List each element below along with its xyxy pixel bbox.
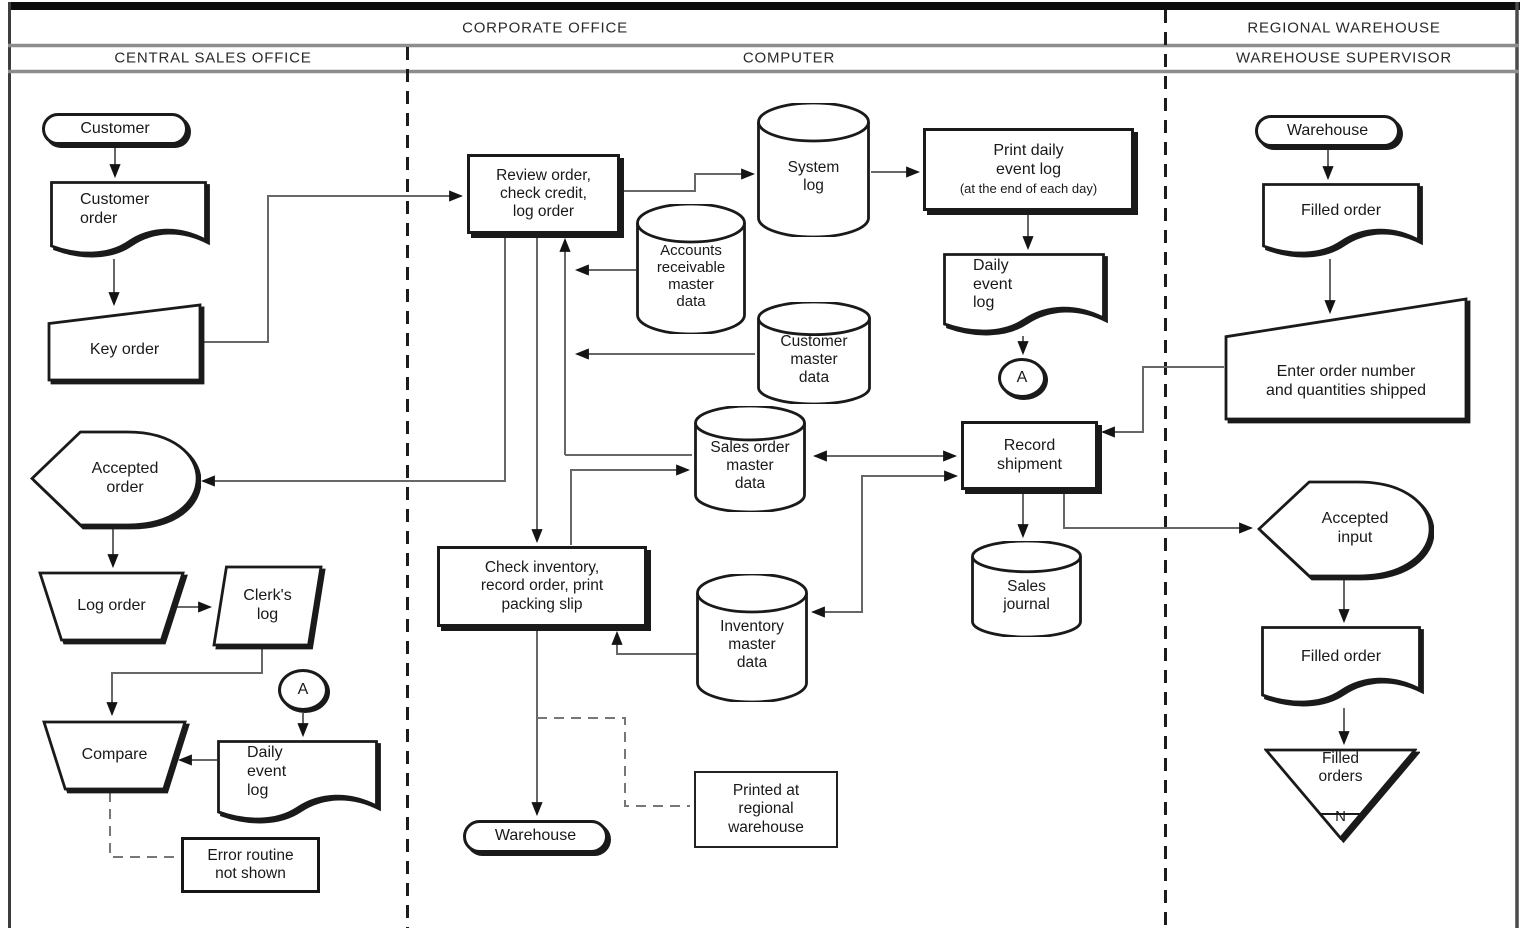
log-order-manual-operation: Log order [38, 571, 185, 642]
node-label: Customer master data [780, 332, 848, 387]
node-label-sub: (at the end of each day) [959, 181, 1098, 197]
node-label: Inventory master data [720, 617, 784, 672]
warehouse-mid-terminal: Warehouse [463, 820, 608, 853]
record-shipment-process: Record shipment [961, 421, 1098, 490]
inventory-master-datastore: Inventory master data [696, 574, 808, 702]
node-label: Check inventory, record order, print pac… [480, 559, 604, 613]
node-label: Daily event log [973, 256, 1013, 312]
node-label: Sales order master data [710, 438, 790, 493]
node-label: Warehouse [494, 827, 577, 845]
sales-journal-datastore: Sales journal [971, 541, 1082, 637]
node-label: System log [787, 158, 840, 194]
node-label: Clerk's log [243, 587, 292, 623]
review-order-process: Review order, check credit, log order [467, 154, 620, 234]
customer-master-datastore: Customer master data [757, 302, 871, 404]
daily-event-log-mid-document: Daily event log [943, 253, 1105, 335]
check-inventory-process: Check inventory, record order, print pac… [437, 546, 647, 627]
node-label: Enter order number and quantities shippe… [1265, 363, 1427, 399]
node-label: Accepted order [91, 459, 159, 496]
printed-at-regional-warehouse-note: Printed at regional warehouse [694, 771, 838, 848]
warehouse-right-terminal: Warehouse [1255, 115, 1400, 147]
lane-header-regional-warehouse: REGIONAL WAREHOUSE [1247, 19, 1441, 37]
filled-order-document-1: Filled order [1262, 183, 1420, 257]
node-label: Accounts receivable master data [656, 241, 726, 311]
node-label: Warehouse [1286, 121, 1369, 139]
lane-header-corporate-office: CORPORATE OFFICE [462, 19, 628, 37]
clerks-log-parallelogram: Clerk's log [212, 565, 323, 647]
accepted-input-display: Accepted input [1257, 480, 1431, 578]
accounts-receivable-datastore: Accounts receivable master data [636, 204, 746, 334]
enter-order-manual-input: Enter order number and quantities shippe… [1224, 297, 1468, 421]
node-label: Review order, check credit, log order [496, 166, 591, 221]
connector-a-mid: A [998, 358, 1046, 398]
system-log-datastore: System log [757, 103, 870, 237]
note-label: Error routine not shown [207, 846, 294, 882]
error-routine-note: Error routine not shown [181, 837, 320, 893]
node-label: Customer [80, 119, 150, 137]
node-label: Accepted input [1321, 510, 1389, 546]
key-order-manual-input: Key order [47, 303, 202, 382]
node-label: Compare [81, 746, 148, 764]
compare-manual-operation: Compare [42, 720, 187, 791]
filled-order-document-2: Filled order [1261, 626, 1421, 706]
lane-header-warehouse-supervisor: WAREHOUSE SUPERVISOR [1235, 49, 1453, 67]
sales-order-master-datastore: Sales order master data [694, 406, 806, 512]
customer-terminal: Customer [42, 113, 188, 145]
connector-label: A [1016, 368, 1028, 386]
node-label: Log order [77, 597, 146, 615]
connector-label: A [297, 680, 309, 698]
customer-order-document: Customer order [50, 181, 207, 257]
lane-header-computer: COMPUTER [742, 49, 836, 67]
filled-orders-file: Filled orders N [1264, 748, 1417, 840]
print-daily-event-log-process: Print daily event log (at the end of eac… [923, 128, 1134, 211]
node-label: Customer order [80, 191, 150, 227]
node-label: Filled order [1300, 647, 1382, 665]
node-label: Record shipment [997, 436, 1062, 473]
node-label: Key order [89, 341, 160, 359]
node-label: Daily event log [247, 744, 287, 799]
node-label-main: Print daily event log [993, 142, 1064, 179]
accepted-order-display: Accepted order [30, 430, 198, 527]
daily-event-log-left-document: Daily event log [217, 740, 378, 823]
note-label: Printed at regional warehouse [728, 782, 804, 836]
node-label: Filled order [1300, 201, 1382, 219]
lane-header-central-sales-office: CENTRAL SALES OFFICE [114, 49, 312, 67]
connector-a-left: A [278, 669, 328, 711]
node-label: Sales journal [1003, 577, 1050, 613]
node-label: Print daily event log (at the end of eac… [926, 131, 1131, 208]
file-sequence-label: N [1335, 808, 1346, 825]
node-label: Filled orders [1318, 750, 1363, 785]
